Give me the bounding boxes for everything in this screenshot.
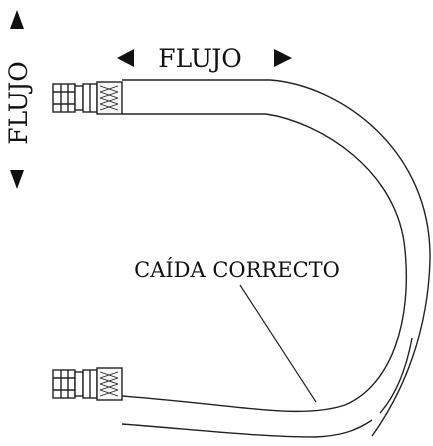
flow-vertical-label: FLUJO (4, 61, 33, 145)
bottom-braid-hatch (99, 371, 119, 397)
hose-lower-right-wall (379, 337, 413, 414)
flow-down-arrow-icon (10, 170, 24, 189)
hose-body (121, 79, 431, 438)
hose-inner-wall (121, 113, 408, 413)
top-fitting (52, 81, 123, 115)
bottom-collar (74, 371, 84, 397)
sag-callout: CAÍDA CORRECTO (134, 258, 340, 403)
bottom-nut (52, 369, 76, 399)
flow-horizontal-label: FLUJO (158, 44, 242, 73)
flow-up-arrow-icon (10, 10, 24, 29)
sag-leader-line (239, 284, 317, 403)
flow-left-arrow-icon (117, 49, 134, 67)
hose-bottom-wall (121, 419, 373, 438)
hose-outer-wall (122, 79, 431, 437)
top-nut (52, 83, 76, 113)
top-collar (74, 85, 84, 111)
sag-label: CAÍDA CORRECTO (134, 258, 340, 282)
flow-right-arrow-icon (274, 49, 292, 67)
horizontal-flow-indicator: FLUJO (117, 44, 292, 73)
vertical-flow-indicator: FLUJO (4, 10, 33, 189)
bottom-fitting (52, 367, 123, 401)
top-braid-hatch (99, 85, 119, 111)
